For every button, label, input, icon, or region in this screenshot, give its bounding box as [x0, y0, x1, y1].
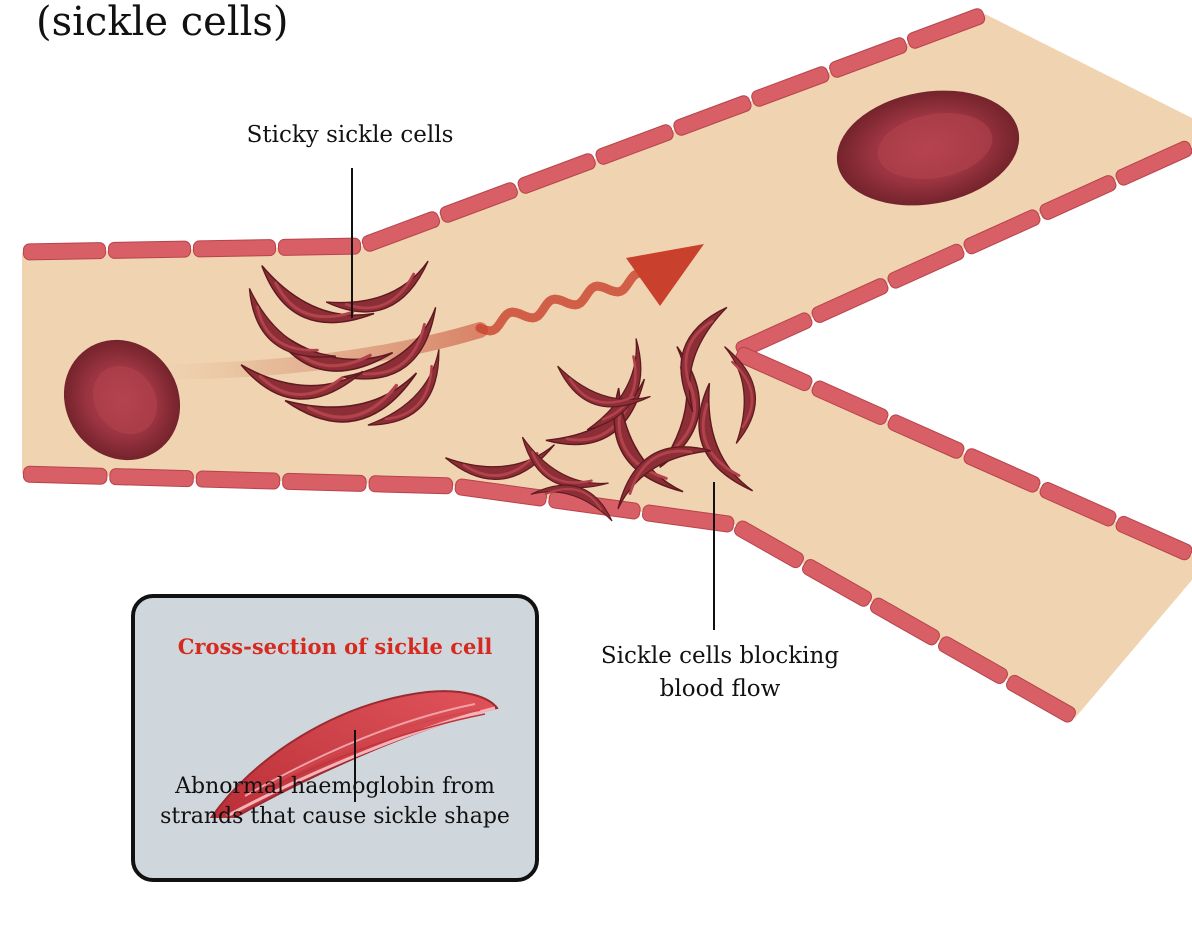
sticky-sickle-cells-label: Sticky sickle cells [200, 122, 500, 148]
cross-section-inset: Cross-section of sickle cell Abnormal ha… [131, 594, 539, 882]
blocking-blood-flow-label: Sickle cells blocking blood flow [570, 640, 870, 707]
cross-section-description: Abnormal haemoglobin from strands that c… [135, 772, 535, 833]
diagram-title: (sickle cells) [36, 2, 289, 42]
cross-section-title: Cross-section of sickle cell [135, 634, 535, 659]
